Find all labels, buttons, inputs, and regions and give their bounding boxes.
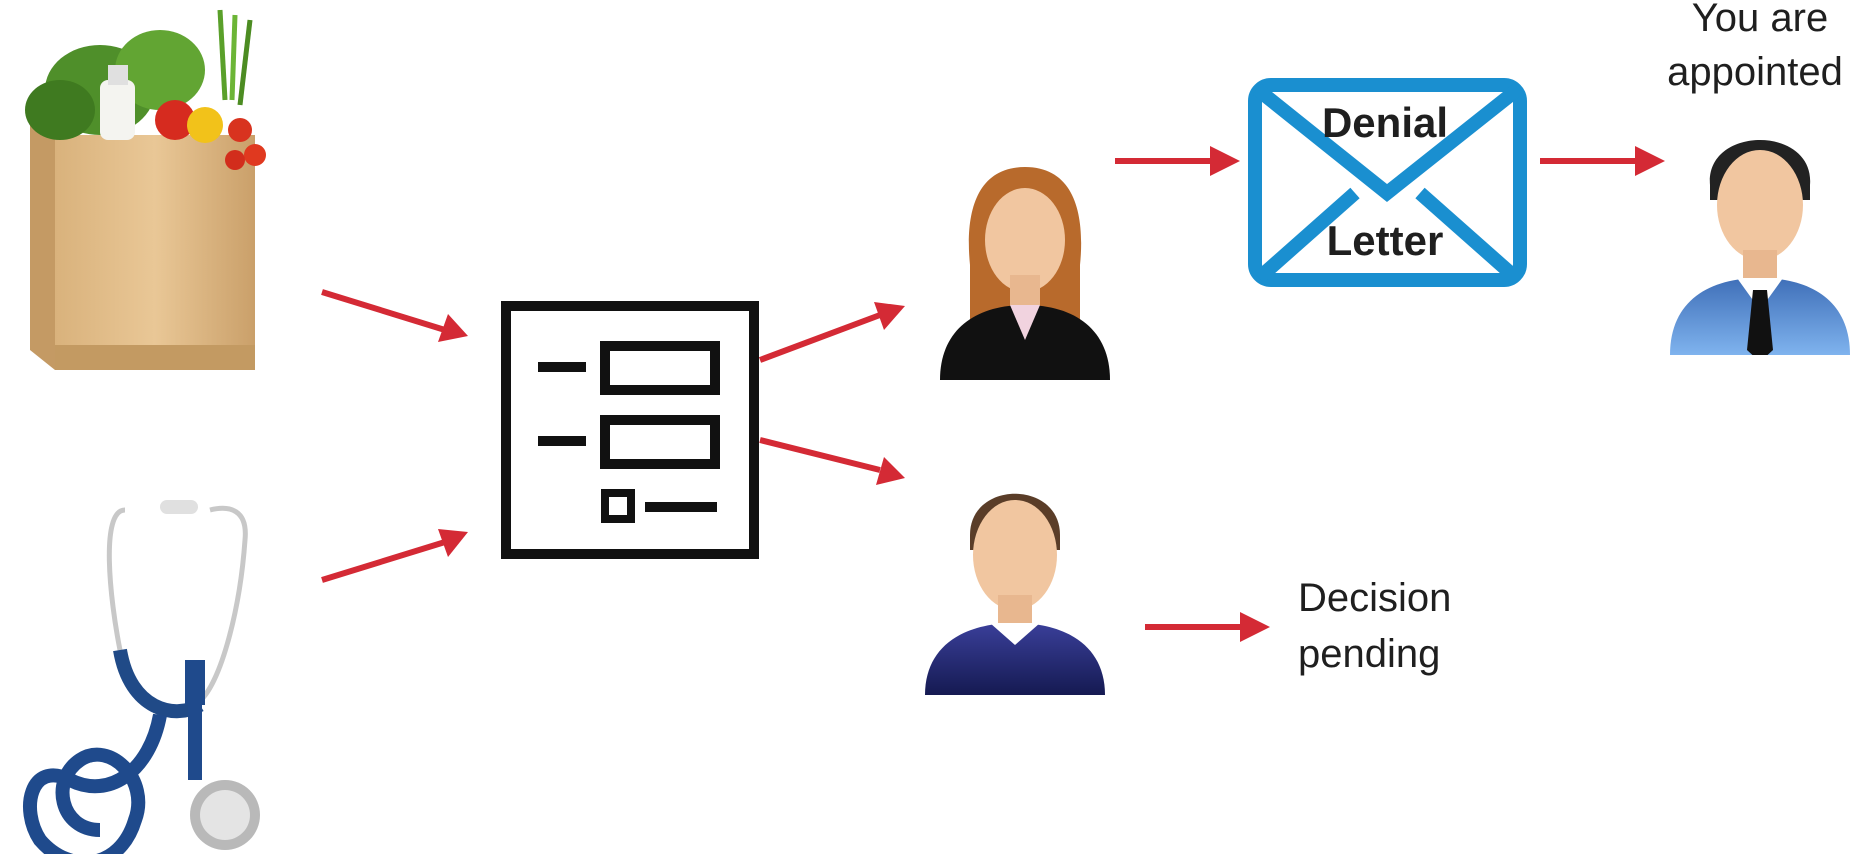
envelope-label-line2: Letter [1326,217,1444,264]
arrow-envelope-to-businessman [1540,146,1665,176]
arrow-form-to-woman [758,302,905,363]
arrow-man-to-pending [1145,612,1270,642]
man-person-icon [925,493,1105,695]
stethoscope-icon [23,500,260,854]
grocery-bag-icon [25,9,266,370]
outcome-appointed-line1: You are [1691,0,1829,40]
arrow-form-to-man [759,437,905,485]
envelope-label-line1: Denial [1321,99,1449,146]
arrow-woman-to-envelope [1115,146,1240,176]
outcome-pending-line2: pending [1298,632,1441,676]
outcome-pending-line1: Decision [1298,576,1452,620]
arrow-stethoscope-to-form [321,529,468,583]
businessman-icon [1670,140,1850,355]
envelope-icon [1248,78,1527,287]
outcome-appointed-line2: appointed [1667,50,1843,94]
woman-person-icon [940,167,1110,380]
form-checklist-icon [501,301,759,559]
arrow-grocery-to-form [321,289,468,342]
